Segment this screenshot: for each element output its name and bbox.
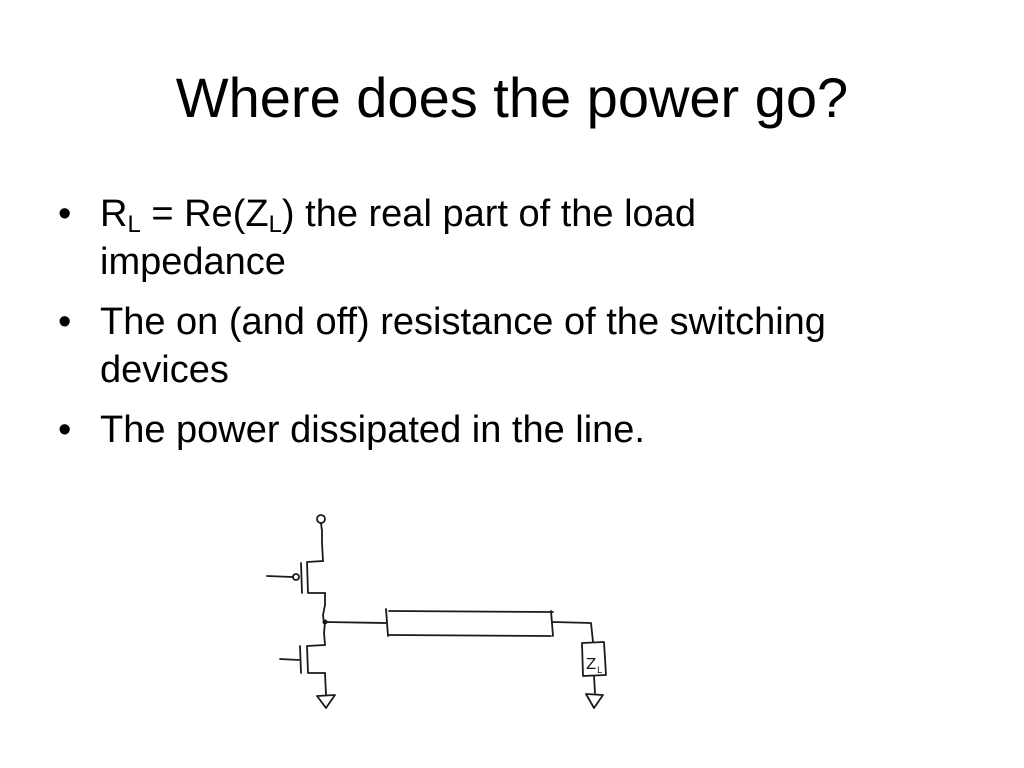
load-label: Z	[586, 655, 596, 673]
rl-symbol: R	[100, 193, 128, 235]
circuit-sketch: Z L	[255, 505, 625, 720]
load-label-subscript: L	[597, 666, 602, 676]
bullet-marker: •	[58, 301, 72, 343]
transmission-line	[385, 608, 554, 637]
bullet-item-switch-resistance: • The on (and off) resistance of the swi…	[58, 298, 838, 394]
nmos-transistor	[279, 644, 326, 674]
bullet-list: • RL = Re(ZL) the real part of the load …	[58, 190, 838, 472]
node-wire-upper	[322, 592, 326, 624]
rl-subscript: L	[127, 211, 141, 238]
bullet-item-line-dissipation: • The power dissipated in the line.	[58, 406, 838, 454]
bullet-marker: •	[58, 193, 72, 235]
pmos-transistor	[266, 560, 326, 594]
bullet-item-load-resistance: • RL = Re(ZL) the real part of the load …	[58, 190, 838, 286]
ground-symbol	[316, 694, 336, 709]
bullet-text: The power dissipated in the line.	[100, 409, 645, 451]
bullet-marker: •	[58, 409, 72, 451]
slide-title: Where does the power go?	[175, 66, 849, 129]
ground-wire	[324, 672, 327, 696]
supply-wire	[320, 522, 324, 562]
supply-terminal	[316, 514, 326, 524]
line-input-wire	[324, 621, 387, 624]
zl-subscript: L	[268, 211, 282, 238]
bullet-text: The on (and off) resistance of the switc…	[100, 301, 826, 391]
node-wire-lower	[323, 621, 326, 646]
line-output-wire	[552, 621, 594, 643]
load-impedance-text: ) the real part of the load impedance	[100, 193, 696, 283]
load-impedance-box	[581, 641, 607, 677]
load-ground-wire	[593, 675, 596, 694]
re-zl-text: = Re(Z	[140, 193, 269, 235]
circuit-diagram: Z L	[266, 514, 607, 709]
load-ground-symbol	[585, 693, 604, 709]
